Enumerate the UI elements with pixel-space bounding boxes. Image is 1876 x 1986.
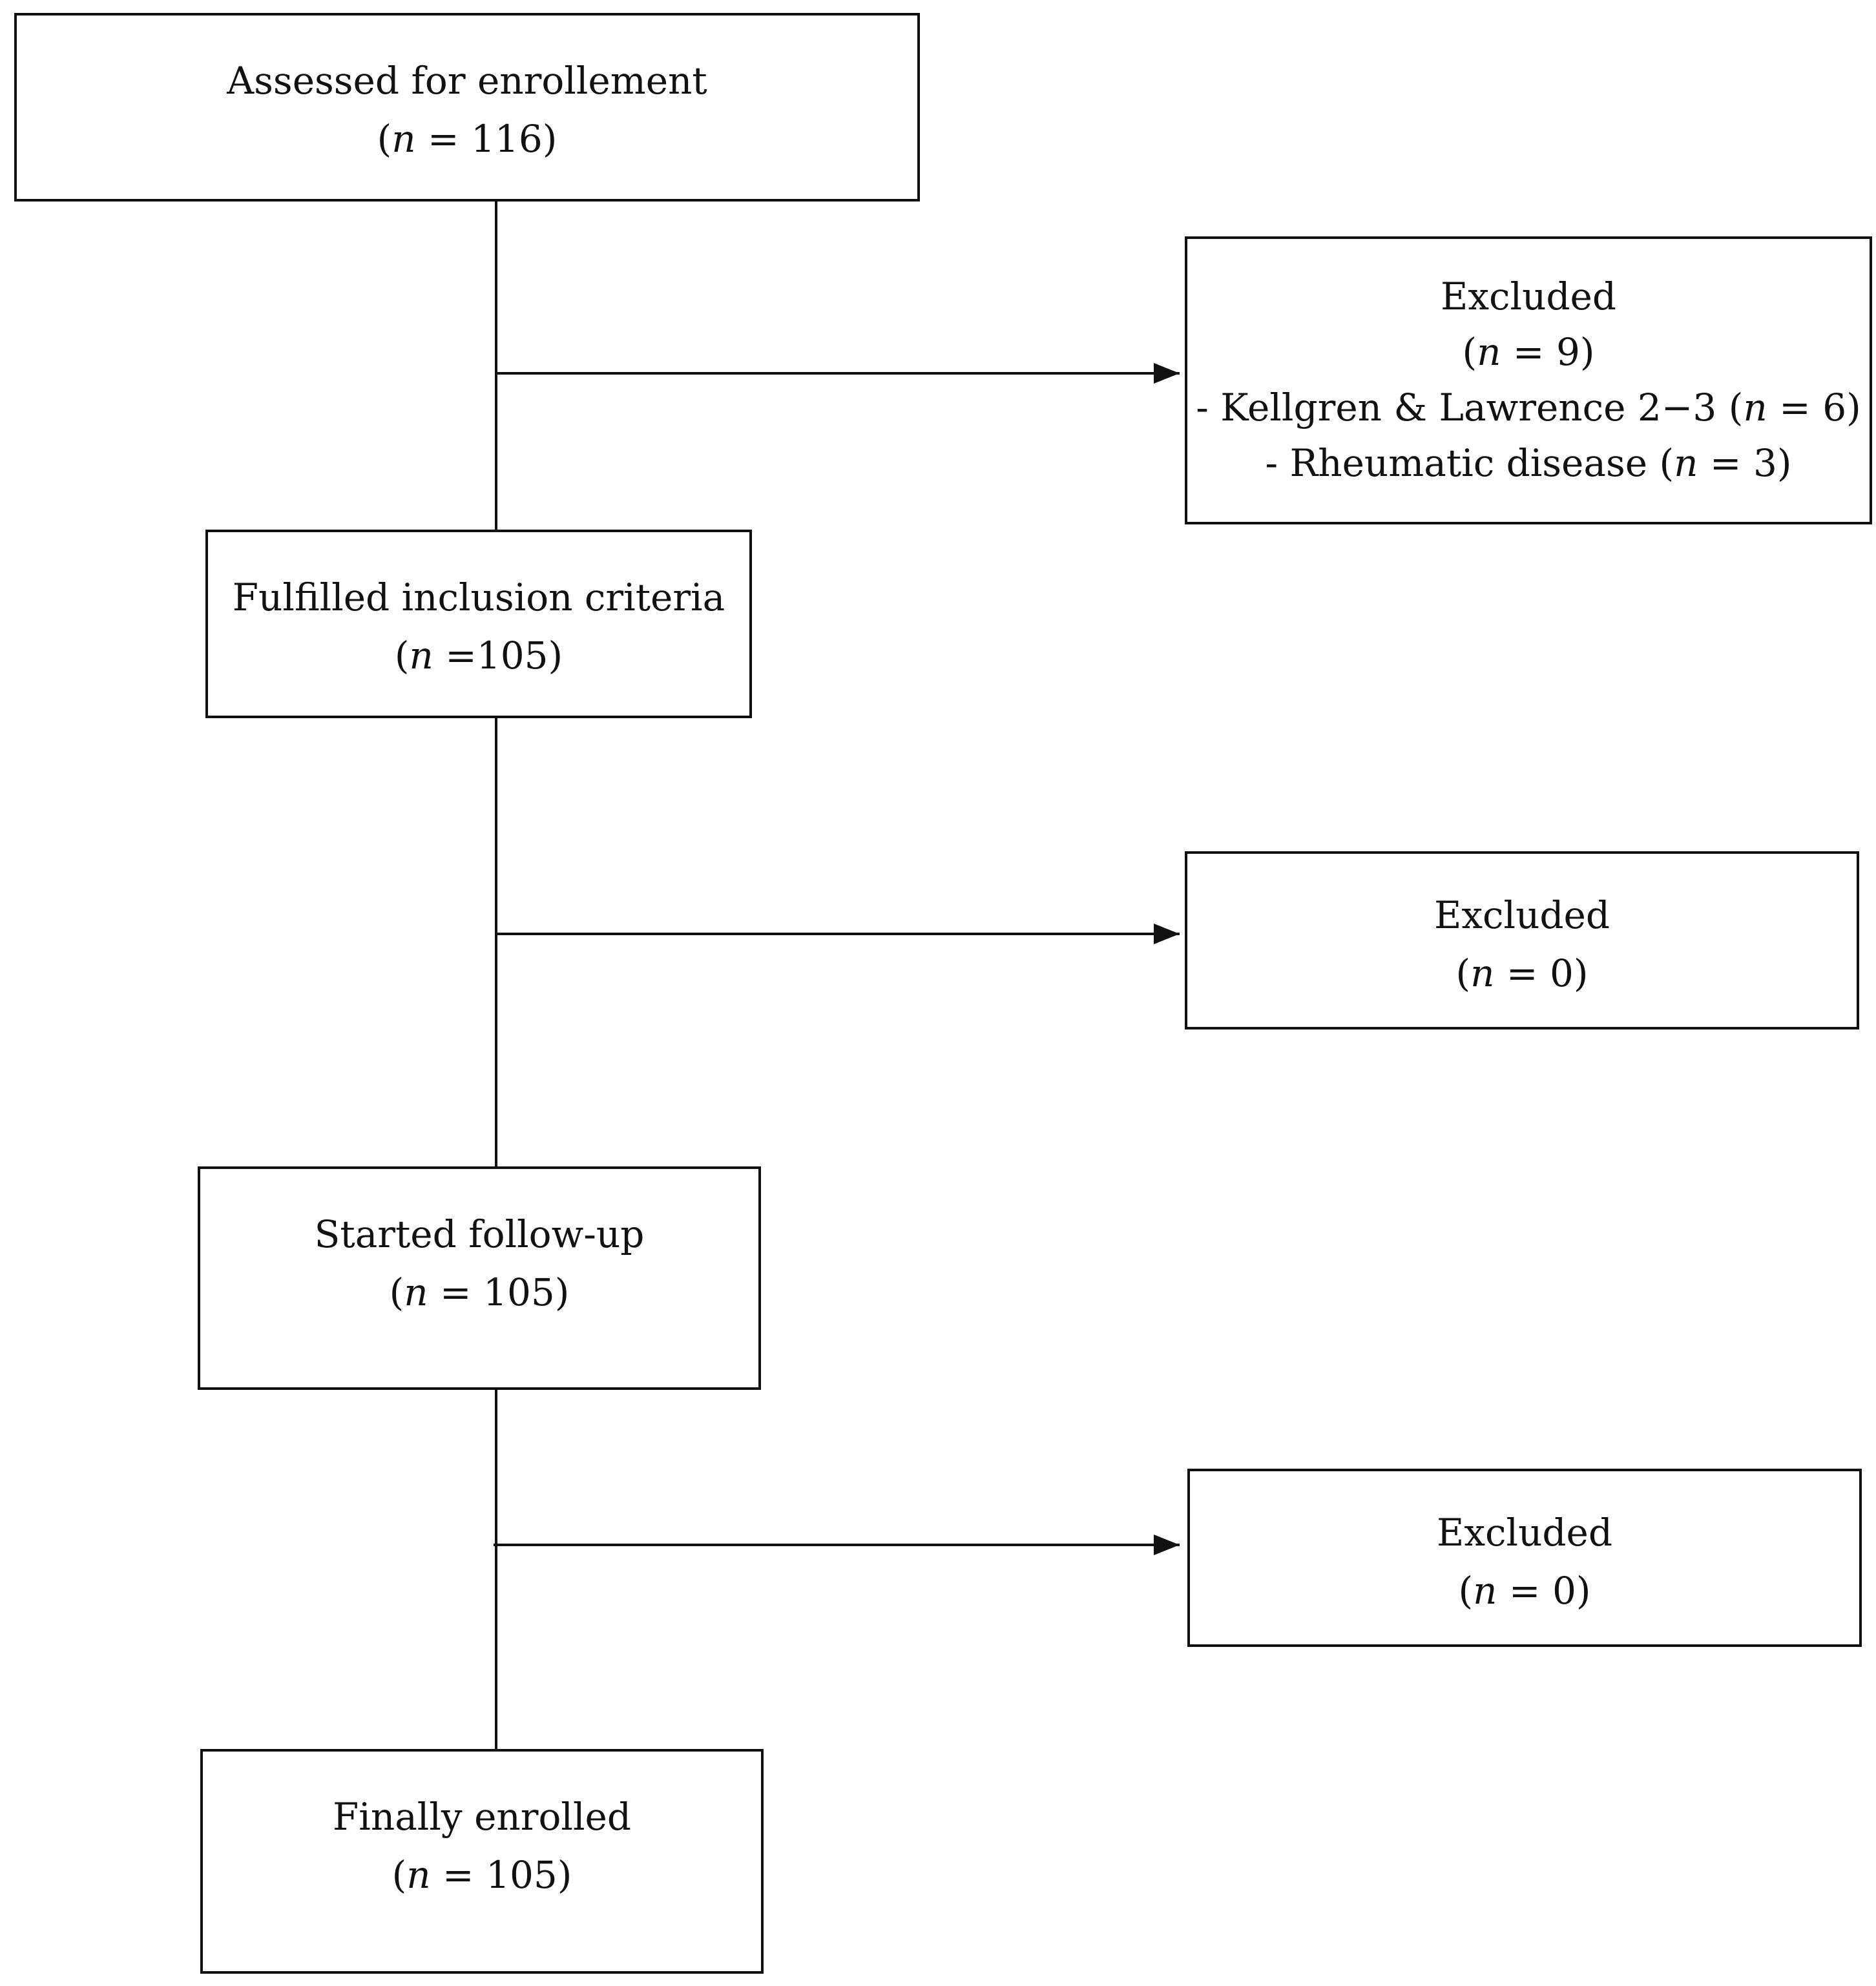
- excluded-3-count: (n = 0): [1458, 1569, 1591, 1613]
- assessed-for-enrollment-box: Assessed for enrollement (n = 116): [14, 13, 920, 202]
- excluded-1-count: (n = 9): [1462, 330, 1595, 374]
- excluded-box-1: Excluded (n = 9) - Kellgren & Lawrence 2…: [1185, 236, 1872, 524]
- finally-enrolled-box: Finally enrolled (n = 105): [200, 1749, 764, 1974]
- started-title: Started follow-up: [314, 1212, 645, 1256]
- excluded-1-reason-kellgren: - Kellgren & Lawrence 2−3 (n = 6): [1196, 386, 1861, 429]
- final-title: Finally enrolled: [333, 1795, 631, 1839]
- excluded-box-2: Excluded (n = 0): [1185, 851, 1859, 1029]
- excluded-3-title: Excluded: [1436, 1511, 1613, 1555]
- excluded-2-count: (n = 0): [1455, 951, 1589, 995]
- assessed-title: Assessed for enrollement: [227, 59, 707, 103]
- final-count: (n = 105): [391, 1853, 572, 1897]
- excluded-box-3: Excluded (n = 0): [1187, 1469, 1862, 1647]
- fulfilled-count: (n =105): [394, 634, 563, 678]
- started-count: (n = 105): [389, 1270, 570, 1314]
- assessed-count: (n = 116): [377, 117, 558, 161]
- excluded-2-title: Excluded: [1433, 893, 1610, 937]
- fulfilled-title: Fulfilled inclusion criteria: [232, 575, 725, 619]
- fulfilled-inclusion-criteria-box: Fulfilled inclusion criteria (n =105): [205, 530, 752, 718]
- started-follow-up-box: Started follow-up (n = 105): [198, 1166, 761, 1390]
- excluded-1-title: Excluded: [1440, 274, 1617, 318]
- excluded-1-reason-rheumatic: - Rheumatic disease (n = 3): [1265, 441, 1792, 485]
